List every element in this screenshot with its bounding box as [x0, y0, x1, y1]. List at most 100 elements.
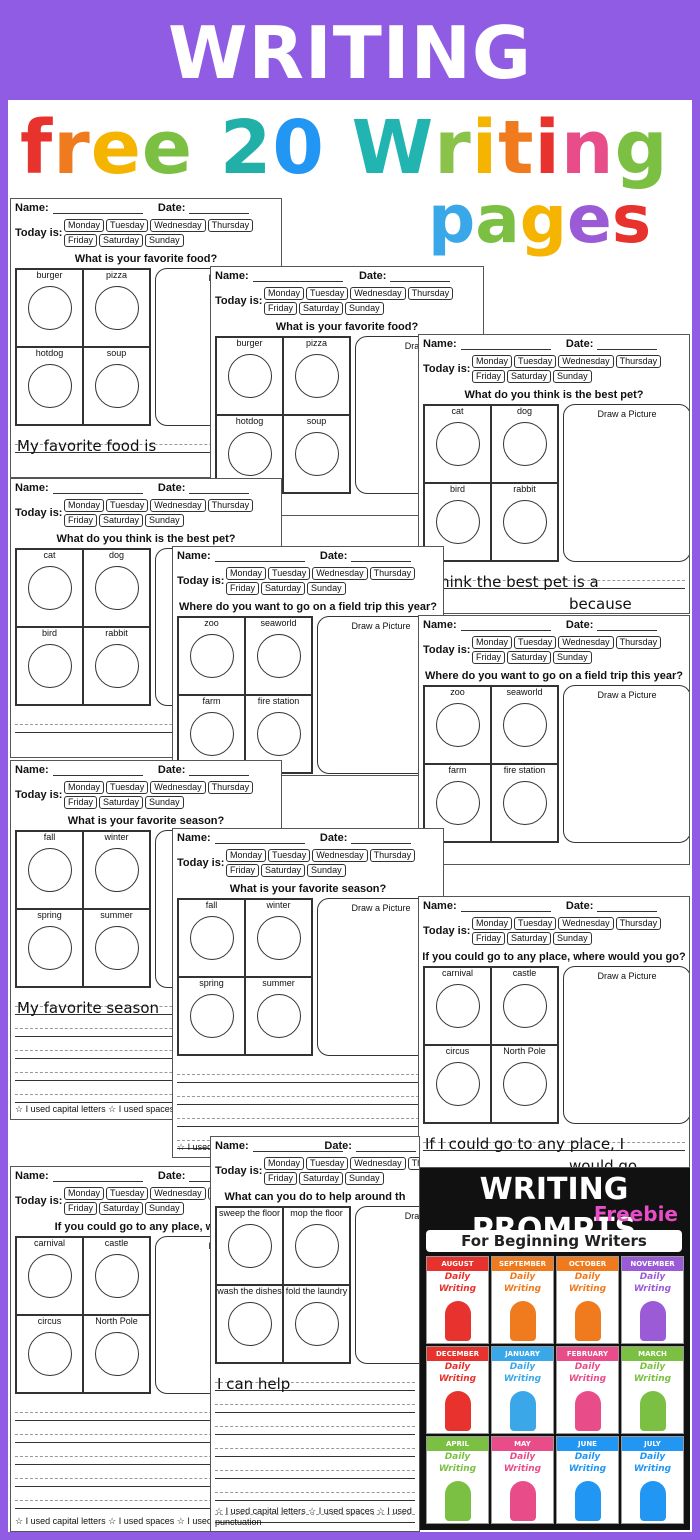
- month-label: JUNE: [557, 1437, 618, 1451]
- sentence-starter: My favorite food is: [17, 437, 157, 455]
- date-line: [351, 835, 412, 844]
- clipart-icon: [435, 781, 480, 825]
- day-tuesday: Tuesday: [268, 849, 311, 862]
- day-thursday: Thursday: [407, 1157, 419, 1170]
- name-label: Name:: [215, 270, 343, 282]
- prompt-question: What do you think is the best pet?: [464, 389, 644, 401]
- picture-label: castle: [104, 1238, 129, 1248]
- clipart-icon: [294, 1224, 339, 1268]
- picture-label: bird: [449, 484, 465, 494]
- date-text: Date:: [358, 270, 387, 282]
- prompt-question: Where do you want to go on a field trip …: [179, 601, 437, 613]
- star-icon: ☆: [15, 1104, 26, 1114]
- name-line: [460, 622, 551, 631]
- day-sunday: Sunday: [145, 234, 184, 247]
- date-text: Date:: [319, 550, 348, 562]
- kid-illustration: [509, 1481, 536, 1521]
- picture-cell: summer: [83, 909, 150, 987]
- picture-cell: sweep the floor: [216, 1207, 283, 1285]
- picture-label: castle: [512, 968, 537, 978]
- clipart-icon: [27, 1254, 72, 1298]
- clipart-icon: [27, 286, 72, 330]
- day-thursday: Thursday: [369, 567, 416, 580]
- writing-line: [15, 1085, 277, 1103]
- clipart-icon: [227, 1224, 272, 1268]
- freebie-label: Freebie: [593, 1202, 678, 1226]
- picture-label: burger: [36, 270, 63, 280]
- day-wednesday: Wednesday: [558, 917, 614, 930]
- date-label: Date:: [158, 202, 250, 214]
- writing-line: [15, 435, 277, 453]
- day-friday: Friday: [64, 234, 98, 247]
- clipart-icon: [189, 916, 234, 960]
- name-line: [252, 273, 343, 282]
- day-saturday: Saturday: [507, 932, 552, 945]
- date-line: [597, 341, 658, 350]
- day-tuesday: Tuesday: [106, 219, 149, 232]
- date-text: Date:: [157, 1170, 186, 1182]
- draw-box: Draw a Picture: [563, 685, 689, 843]
- month-label: APRIL: [427, 1437, 488, 1451]
- dashed-guide: [15, 1028, 277, 1029]
- clipart-icon: [94, 926, 139, 970]
- today-label: Today is:: [423, 363, 471, 375]
- prompt-question: What is your favorite food?: [275, 321, 419, 333]
- headline-letter: g: [614, 105, 669, 191]
- headline-letter: e: [141, 105, 194, 191]
- clipart-icon: [502, 422, 547, 466]
- picture-label: rabbit: [105, 628, 128, 638]
- draw-box: Draw a Picture: [317, 898, 443, 1056]
- picture-cell: dog: [491, 405, 558, 483]
- day-saturday: Saturday: [299, 1172, 344, 1185]
- kid-illustration: [509, 1301, 536, 1341]
- kid-illustration: [444, 1391, 471, 1431]
- date-line: [189, 485, 250, 494]
- picture-cell: bird: [424, 483, 491, 561]
- picture-cell: cat: [16, 549, 83, 627]
- name-text: Name:: [423, 900, 457, 912]
- prompt-question: What is your favorite season?: [229, 883, 387, 895]
- dashed-guide: [15, 1006, 277, 1007]
- sentence-continuation: would go: [569, 1157, 638, 1168]
- clipart-icon: [256, 712, 301, 756]
- picture-cell: soup: [283, 415, 350, 493]
- picture-cell: fold the laundry: [283, 1285, 350, 1363]
- day-wednesday: Wednesday: [312, 567, 368, 580]
- picture-label: spring: [199, 978, 224, 988]
- clipart-icon: [294, 1302, 339, 1346]
- headline-letter: r: [53, 105, 91, 191]
- today-label: Today is:: [423, 644, 471, 656]
- check-label: I used spaces: [118, 1516, 177, 1526]
- day-wednesday: Wednesday: [312, 849, 368, 862]
- clipart-icon: [27, 364, 72, 408]
- day-tuesday: Tuesday: [306, 1157, 349, 1170]
- day-saturday: Saturday: [99, 796, 144, 809]
- day-tuesday: Tuesday: [514, 917, 557, 930]
- dashed-guide: [215, 1404, 415, 1405]
- month-label: OCTOBER: [557, 1257, 618, 1271]
- today-label: Today is:: [15, 227, 63, 239]
- day-sunday: Sunday: [553, 651, 592, 664]
- clipart-icon: [435, 500, 480, 544]
- picture-cell: winter: [83, 831, 150, 909]
- picture-cell: North Pole: [83, 1315, 150, 1393]
- kid-illustration: [574, 1301, 601, 1341]
- name-text: Name:: [423, 338, 457, 350]
- picture-cell: winter: [245, 899, 312, 977]
- day-friday: Friday: [64, 514, 98, 527]
- month-label: MAY: [492, 1437, 553, 1451]
- draw-box: Draw a: [355, 1206, 419, 1364]
- name-label: Name:: [423, 338, 551, 350]
- prompt-question: What is your favorite food?: [74, 253, 218, 265]
- picture-cell: carnival: [16, 1237, 83, 1315]
- picture-label: cat: [451, 406, 464, 416]
- day-sunday: Sunday: [307, 864, 346, 877]
